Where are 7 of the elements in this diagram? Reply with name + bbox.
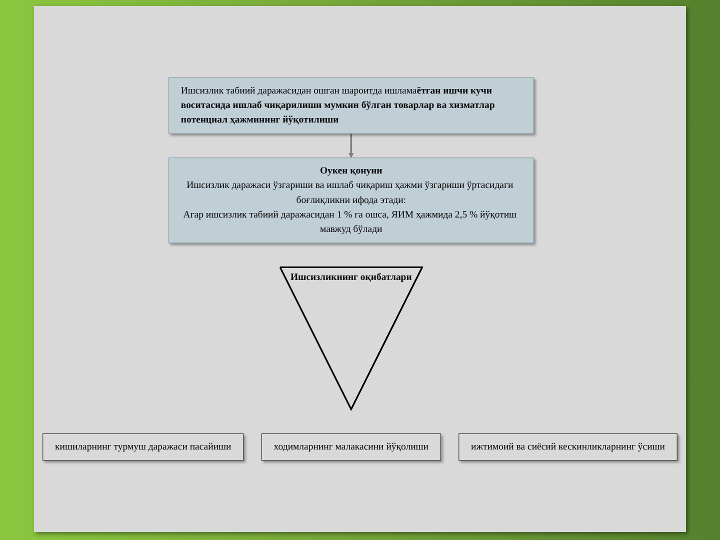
slide-panel: Ишсизлик табиий даражасидан ошган шароитда ишламаётган ишчи кучи воситасида ишлаб чиқарилиши мумкин бўлган товарлар ва хизматлар потенциал ҳажмининг йўқотилиши Оукен қонуни Ишсизлик даражаси ўзгариши ва ишлаб чиқариш ҳажми ўзгариши ўртасидаги боғлиқликни ифода этади: Агар ишсизлик табиий даражасидан 1 % га ошса, ЯИМ ҳажмида 2,5 % йўқотиш мавжуд бўлади Ишсизликнинг оқибатлари кишиларнинг турмуш даражаси пасайиши ходимларнинг малакасини йўқолиши ижтимоий ва сиёсий кескинликларнинг ўсиши [34, 6, 686, 532]
arrow [348, 134, 354, 158]
node-box [458, 433, 678, 461]
node-box [261, 433, 441, 461]
node-box [42, 433, 244, 461]
node-box [168, 77, 534, 134]
node-box [168, 158, 534, 244]
